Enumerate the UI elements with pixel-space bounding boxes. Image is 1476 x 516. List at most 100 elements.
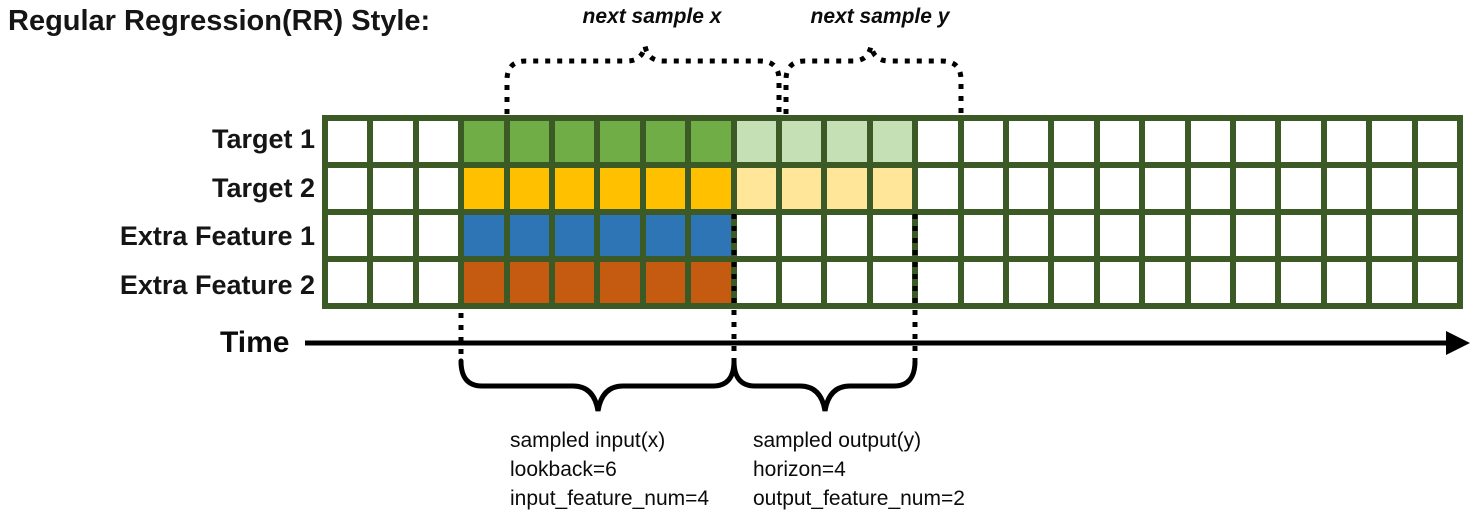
grid-cell-r2-c7 xyxy=(600,168,640,209)
next-sample-y-label: next sample y xyxy=(810,5,950,28)
grid-cell-r4-c10 xyxy=(736,262,776,303)
grid-cell-r1-c16 xyxy=(1009,121,1049,162)
grid-cell-r2-c2 xyxy=(373,168,413,209)
grid-cell-r4-c19 xyxy=(1145,262,1185,303)
grid-cell-r4-c22 xyxy=(1281,262,1321,303)
grid-cell-r2-c3 xyxy=(418,168,459,209)
grid-cell-r4-c12 xyxy=(827,262,867,303)
grid-cell-r4-c13 xyxy=(872,262,913,303)
grid-cell-r3-c12 xyxy=(827,215,867,256)
grid-cell-r3-c15 xyxy=(963,215,1003,256)
grid-cell-r1-c10 xyxy=(736,121,776,162)
grid-cell-r1-c22 xyxy=(1281,121,1321,162)
grid-cell-r2-c16 xyxy=(1009,168,1049,209)
sampled-input-annotation: sampled input(x) lookback=6 input_featur… xyxy=(510,426,709,513)
grid-cell-r3-c16 xyxy=(1009,215,1049,256)
grid-cell-r1-c5 xyxy=(509,121,549,162)
grid-cell-r4-c23 xyxy=(1326,262,1367,303)
next-sample-x-brace xyxy=(504,45,782,114)
grid-cell-r3-c6 xyxy=(555,215,595,256)
row-label-extra-feature-2: Extra Feature 2 xyxy=(119,270,315,300)
next-sample-y-brace xyxy=(783,45,964,114)
grid-cell-r1-c9 xyxy=(691,121,731,162)
grid-cell-r3-c13 xyxy=(872,215,913,256)
grid-cell-r4-c16 xyxy=(1009,262,1049,303)
grid-cell-r1-c18 xyxy=(1099,121,1140,162)
grid-cell-r3-c20 xyxy=(1190,215,1230,256)
grid-cell-r2-c8 xyxy=(645,168,686,209)
grid-cell-r4-c11 xyxy=(782,262,822,303)
grid-cell-r1-c2 xyxy=(373,121,413,162)
grid-cell-r4-c17 xyxy=(1054,262,1094,303)
grid-cell-r1-c7 xyxy=(600,121,640,162)
grid-cell-r3-c24 xyxy=(1372,215,1412,256)
grid-cell-r3-c18 xyxy=(1099,215,1140,256)
grid-cell-r1-c11 xyxy=(782,121,822,162)
grid-cell-r3-c21 xyxy=(1236,215,1276,256)
grid-cell-r4-c2 xyxy=(373,262,413,303)
lookback-value: lookback=6 xyxy=(510,458,617,481)
grid-cell-r4-c8 xyxy=(645,262,686,303)
grid-cell-r3-c25 xyxy=(1417,215,1457,256)
grid-cell-r2-c5 xyxy=(509,168,549,209)
grid-cell-r2-c17 xyxy=(1054,168,1094,209)
grid-cell-r1-c3 xyxy=(418,121,459,162)
grid-cell-r4-c21 xyxy=(1236,262,1276,303)
output-feature-num-value: output_feature_num=2 xyxy=(753,487,965,510)
grid-cell-r3-c22 xyxy=(1281,215,1321,256)
sampled-output-brace xyxy=(731,358,918,412)
grid-cell-r2-c6 xyxy=(555,168,595,209)
row-label-target-2: Target 2 xyxy=(211,173,315,203)
time-axis-arrowhead-icon xyxy=(1446,331,1470,355)
grid-cell-r3-c4 xyxy=(464,215,504,256)
grid-cell-r4-c5 xyxy=(509,262,549,303)
grid-cell-r2-c13 xyxy=(872,168,913,209)
grid-cell-r4-c24 xyxy=(1372,262,1412,303)
grid-cell-r4-c14 xyxy=(918,262,958,303)
grid-cell-r1-c14 xyxy=(918,121,958,162)
grid-cell-r3-c1 xyxy=(328,215,368,256)
grid-cell-r2-c24 xyxy=(1372,168,1412,209)
grid-cell-r4-c25 xyxy=(1417,262,1457,303)
grid-cell-r1-c24 xyxy=(1372,121,1412,162)
grid-cell-r3-c8 xyxy=(645,215,686,256)
grid-cell-r1-c4 xyxy=(464,121,504,162)
sampled-input-title: sampled input(x) xyxy=(510,429,666,452)
grid-cell-r4-c3 xyxy=(418,262,459,303)
grid-cell-r1-c19 xyxy=(1145,121,1185,162)
grid-cell-r1-c1 xyxy=(328,121,368,162)
sampling-grid xyxy=(322,115,1463,309)
grid-cell-r2-c23 xyxy=(1326,168,1367,209)
grid-cell-r1-c6 xyxy=(555,121,595,162)
grid-cell-r4-c4 xyxy=(464,262,504,303)
grid-cell-r4-c1 xyxy=(328,262,368,303)
grid-cell-r2-c12 xyxy=(827,168,867,209)
grid-cell-r1-c21 xyxy=(1236,121,1276,162)
sampled-input-brace xyxy=(458,358,737,412)
grid-cell-r3-c10 xyxy=(736,215,776,256)
grid-cell-r2-c10 xyxy=(736,168,776,209)
grid-cell-r2-c21 xyxy=(1236,168,1276,209)
time-axis-label: Time xyxy=(220,326,290,359)
grid-cell-r3-c3 xyxy=(418,215,459,256)
row-label-extra-feature-1: Extra Feature 1 xyxy=(119,221,315,251)
page-title: Regular Regression(RR) Style: xyxy=(8,5,431,37)
grid-cell-r2-c15 xyxy=(963,168,1003,209)
row-label-target-1: Target 1 xyxy=(211,124,315,154)
input-feature-num-value: input_feature_num=4 xyxy=(510,487,710,510)
grid-cell-r1-c23 xyxy=(1326,121,1367,162)
grid-cell-r4-c7 xyxy=(600,262,640,303)
sampled-output-title: sampled output(y) xyxy=(753,429,922,452)
grid-cell-r2-c22 xyxy=(1281,168,1321,209)
grid-cell-r3-c23 xyxy=(1326,215,1367,256)
grid-cell-r2-c11 xyxy=(782,168,822,209)
sampled-output-annotation: sampled output(y) horizon=4 output_featu… xyxy=(753,426,965,513)
grid-cell-r2-c19 xyxy=(1145,168,1185,209)
grid-cell-r4-c15 xyxy=(963,262,1003,303)
grid-cell-r2-c20 xyxy=(1190,168,1230,209)
grid-cell-r3-c11 xyxy=(782,215,822,256)
grid-cell-r4-c18 xyxy=(1099,262,1140,303)
grid-cell-r2-c25 xyxy=(1417,168,1457,209)
next-sample-x-label: next sample x xyxy=(582,5,722,28)
